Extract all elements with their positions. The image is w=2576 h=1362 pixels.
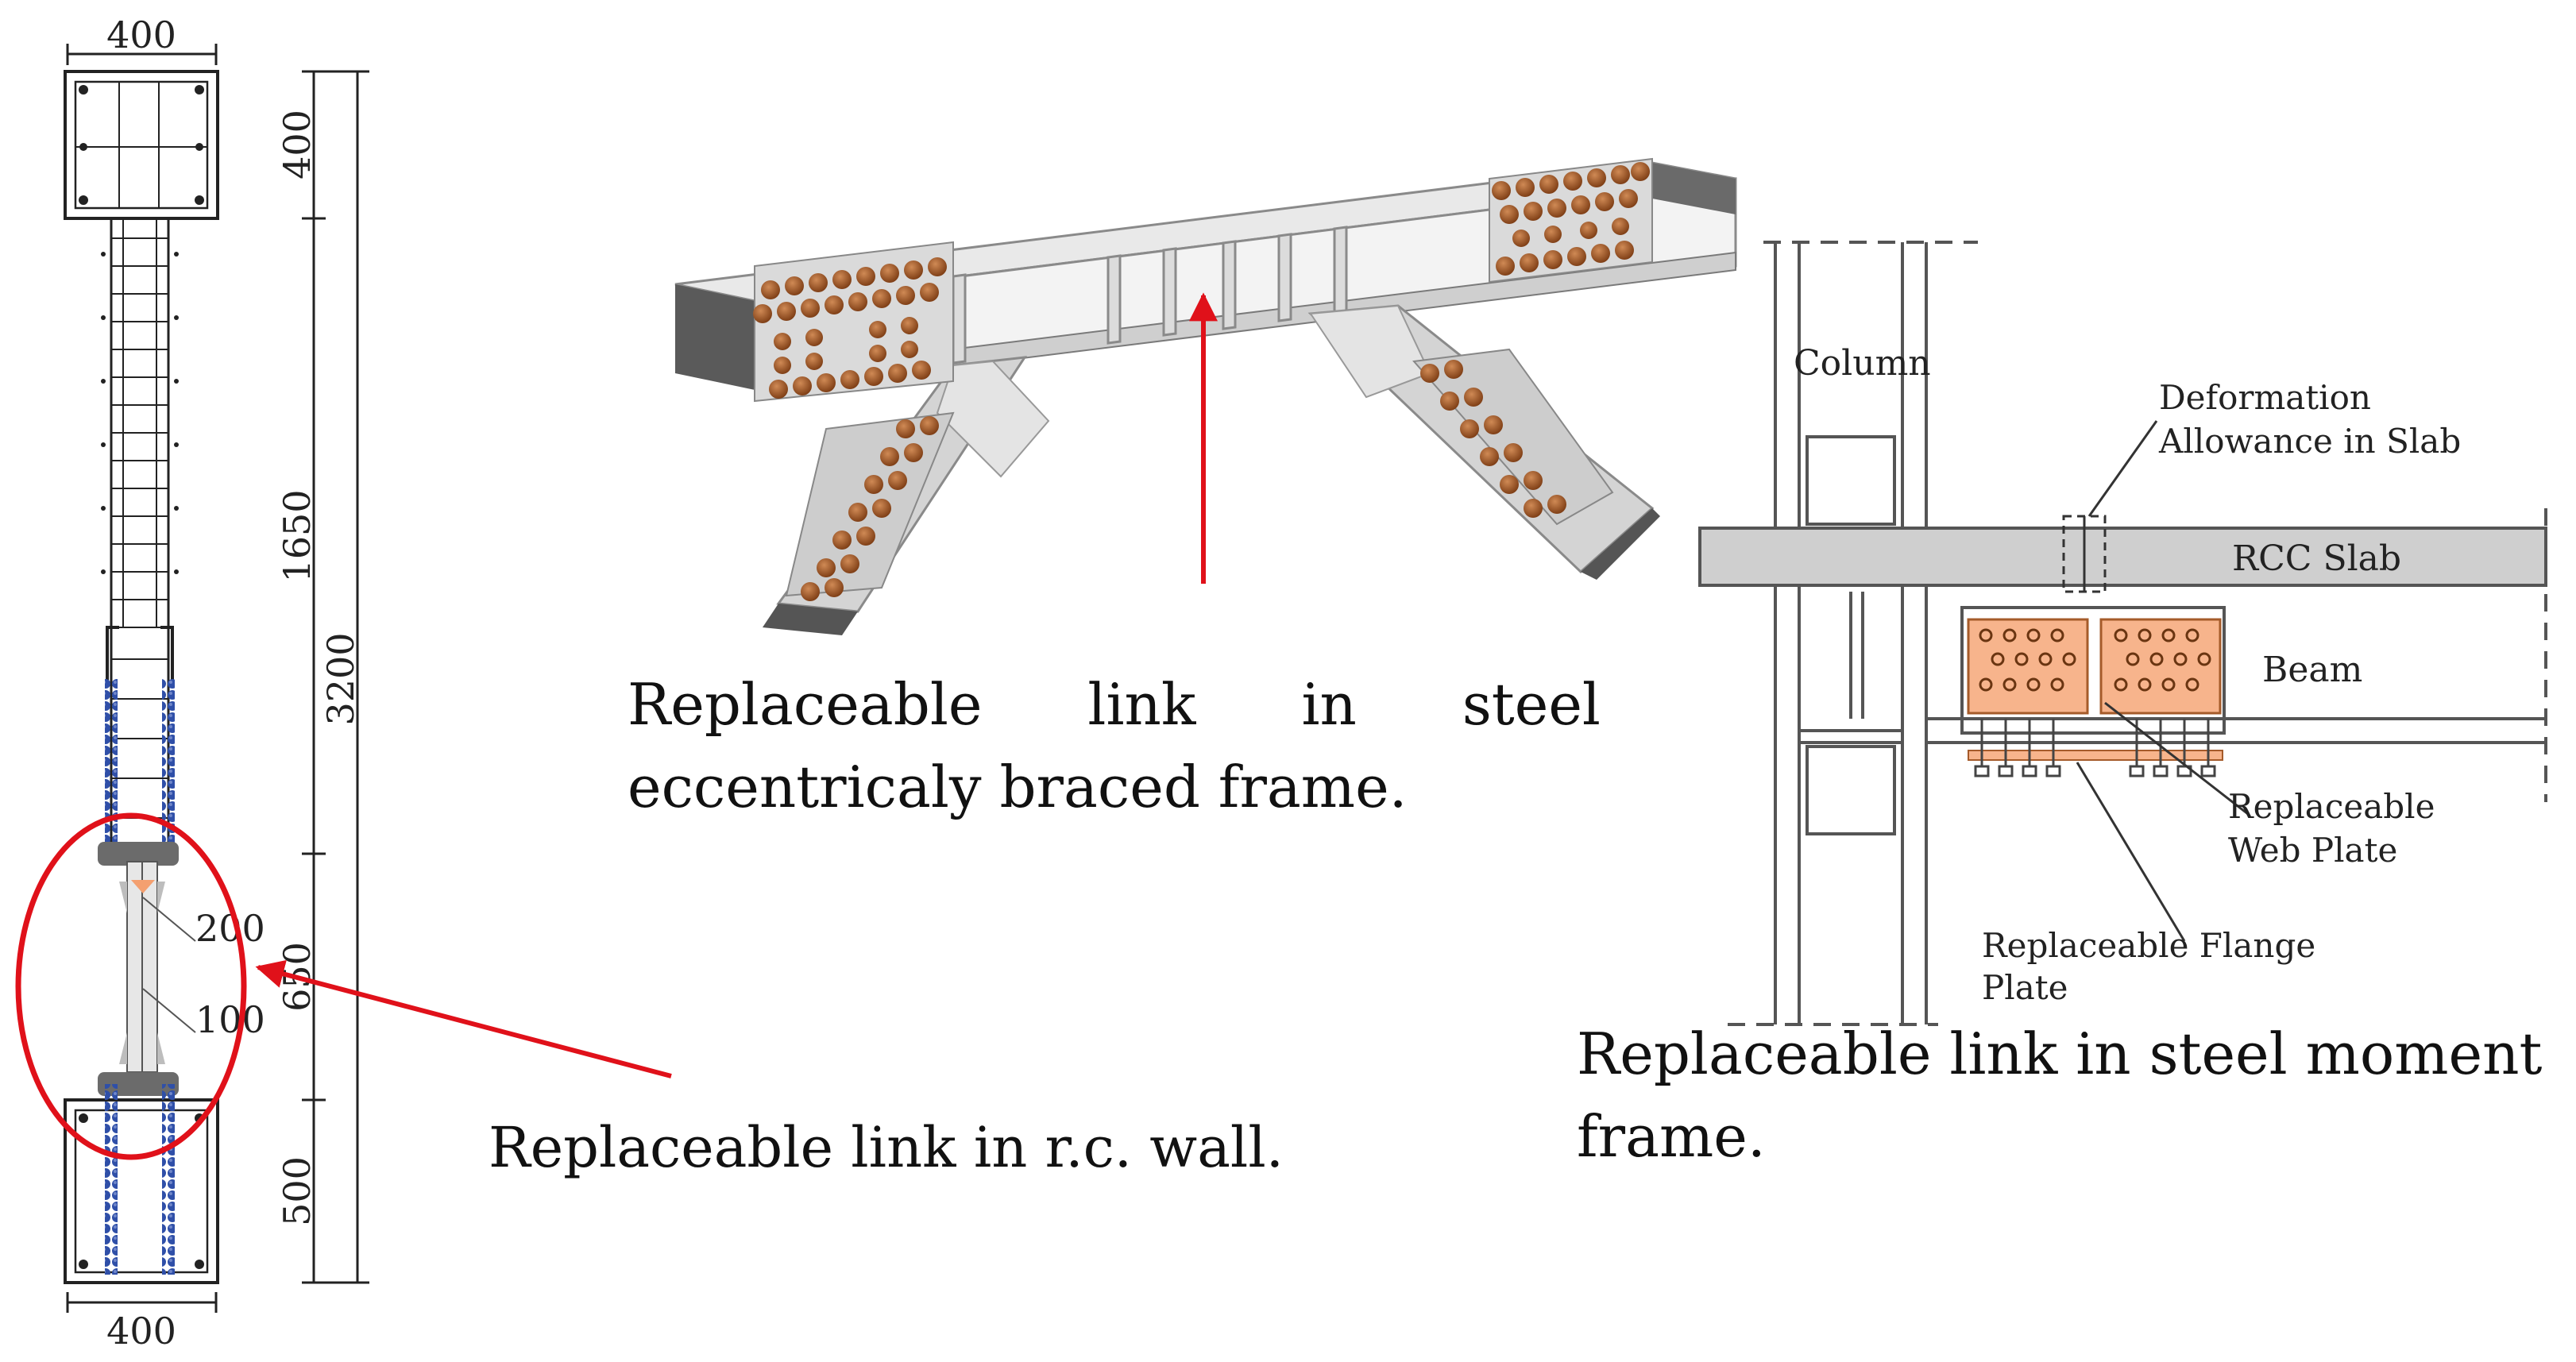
column-label: Column: [1794, 343, 1931, 384]
bottom-width-dimension: 400: [66, 1292, 218, 1352]
dim-label-3200: 3200: [319, 632, 362, 725]
link-label-100: 100: [195, 998, 265, 1041]
moment-frame-caption-line1: Replaceable link in steel moment: [1577, 1021, 2543, 1087]
rc-wall-detail: 400: [15, 14, 672, 1352]
ebf-caption: Replaceable link in steel eccentricaly b…: [628, 663, 1601, 829]
upper-anchor-rebars: [105, 679, 175, 858]
replaceable-flange-plate: [1968, 719, 2223, 777]
deformation-label-2: Allowance in Slab: [2158, 422, 2461, 461]
top-width-label: 400: [106, 14, 176, 56]
deformation-label-1: Deformation: [2159, 378, 2371, 417]
flange-plate-label-2: Plate: [1982, 968, 2068, 1007]
web-plate-label-2: Web Plate: [2228, 831, 2397, 870]
column: [1728, 241, 1978, 1026]
ebf-caption-word-4: steel: [1462, 671, 1601, 738]
dim-label-500: 500: [276, 1156, 319, 1226]
rcc-slab-label: RCC Slab: [2232, 538, 2401, 579]
ebf-3d-model: [674, 157, 1737, 635]
web-plate-label-1: Replaceable: [2228, 787, 2435, 826]
moment-frame-detail: Column RCC Slab Deformation Allowance in…: [1698, 241, 2547, 1026]
top-width-dimension: 400: [66, 14, 218, 65]
dim-label-400: 400: [276, 110, 319, 179]
wall-link-pointer-arrow: [255, 959, 672, 1078]
wall-replaceable-link: 200 100: [98, 842, 265, 1096]
vertical-dimension-chain: 400 1650 3200 650 500: [276, 70, 369, 1284]
ebf-caption-word-3: in: [1301, 671, 1357, 738]
top-boundary-element: [64, 70, 219, 220]
link-highlight-ellipse: [15, 812, 247, 1160]
replaceable-web-plate: [1967, 618, 2222, 715]
ebf-caption-line2: eccentricaly braced frame.: [628, 754, 1408, 821]
ebf-caption-word-2: link: [1087, 671, 1196, 738]
bottom-width-label: 400: [106, 1310, 176, 1352]
ebf-caption-line1: Replaceable link in steel: [628, 663, 1601, 746]
flange-plate-label-1: Replaceable Flange: [1982, 926, 2315, 965]
moment-frame-caption-line2: frame.: [1577, 1103, 1766, 1171]
moment-frame-caption: Replaceable link in steel moment frame.: [1577, 1013, 2562, 1179]
ebf-link-stiffeners: [952, 226, 1348, 365]
ebf-bolts: [753, 162, 1650, 601]
wall-caption: Replaceable link in r.c. wall.: [489, 1115, 1284, 1180]
link-label-200: 200: [195, 907, 265, 950]
bottom-boundary-element: [64, 1084, 219, 1284]
rcc-slab: [1698, 527, 2547, 587]
dim-label-1650: 1650: [276, 489, 319, 582]
ebf-caption-word-1: Replaceable: [628, 671, 983, 738]
beam-label: Beam: [2262, 650, 2362, 690]
